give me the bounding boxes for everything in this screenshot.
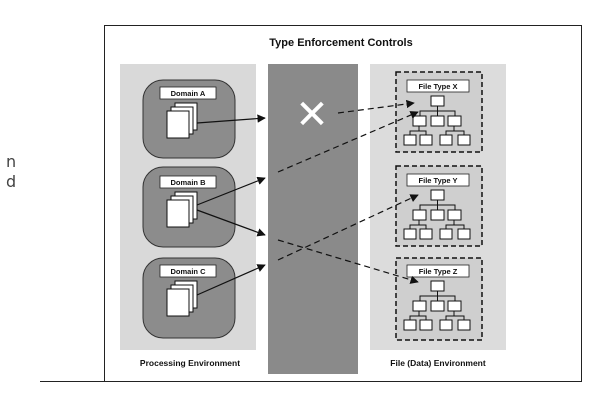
domain-a-documents-icon — [166, 102, 198, 139]
enforcement-bar — [268, 64, 358, 374]
domain-c-label: Domain C — [170, 267, 206, 276]
domain-c-box: Domain C — [142, 257, 236, 339]
file-type-z-box: File Type Z — [395, 257, 483, 341]
file-type-y-label: File Type Y — [419, 176, 458, 185]
file-type-y-box: File Type Y — [395, 165, 483, 247]
domain-a-label: Domain A — [171, 89, 206, 98]
processing-environment-label: Processing Environment — [140, 358, 240, 368]
arrow-domain-a-to-bar — [196, 114, 266, 124]
file-type-z-tree-icon — [403, 280, 471, 331]
arrow-blocked-to-file-type-x — [337, 99, 415, 114]
domain-c-documents-icon — [166, 280, 198, 317]
domain-b-box: Domain B — [142, 166, 236, 248]
arrow-bar-to-file-type-y — [277, 194, 419, 261]
arrow-bar-to-file-type-z — [277, 239, 419, 284]
arrow-domain-b-to-bar — [196, 176, 266, 206]
arrow-domain-b-down-to-bar — [196, 209, 266, 237]
diagram-title: Type Enforcement Controls — [269, 37, 412, 49]
figure-bottom-rule — [40, 381, 581, 382]
margin-text-line-2: d — [6, 172, 17, 191]
file-type-y-tree-icon — [403, 189, 471, 240]
domain-a-box: Domain A — [142, 79, 236, 159]
blocked-access-icon: ✕ — [295, 92, 329, 138]
domain-b-label: Domain B — [170, 178, 206, 187]
arrow-bar-to-file-type-x — [277, 111, 419, 173]
file-type-x-label: File Type X — [418, 82, 457, 91]
file-type-x-tree-icon — [403, 95, 471, 146]
file-type-z-label: File Type Z — [419, 267, 458, 276]
file-type-x-box: File Type X — [395, 71, 483, 153]
domain-b-documents-icon — [166, 191, 198, 228]
arrow-domain-c-to-bar — [196, 264, 266, 296]
margin-text-line-1: n — [6, 152, 17, 171]
file-environment-label: File (Data) Environment — [390, 358, 486, 368]
